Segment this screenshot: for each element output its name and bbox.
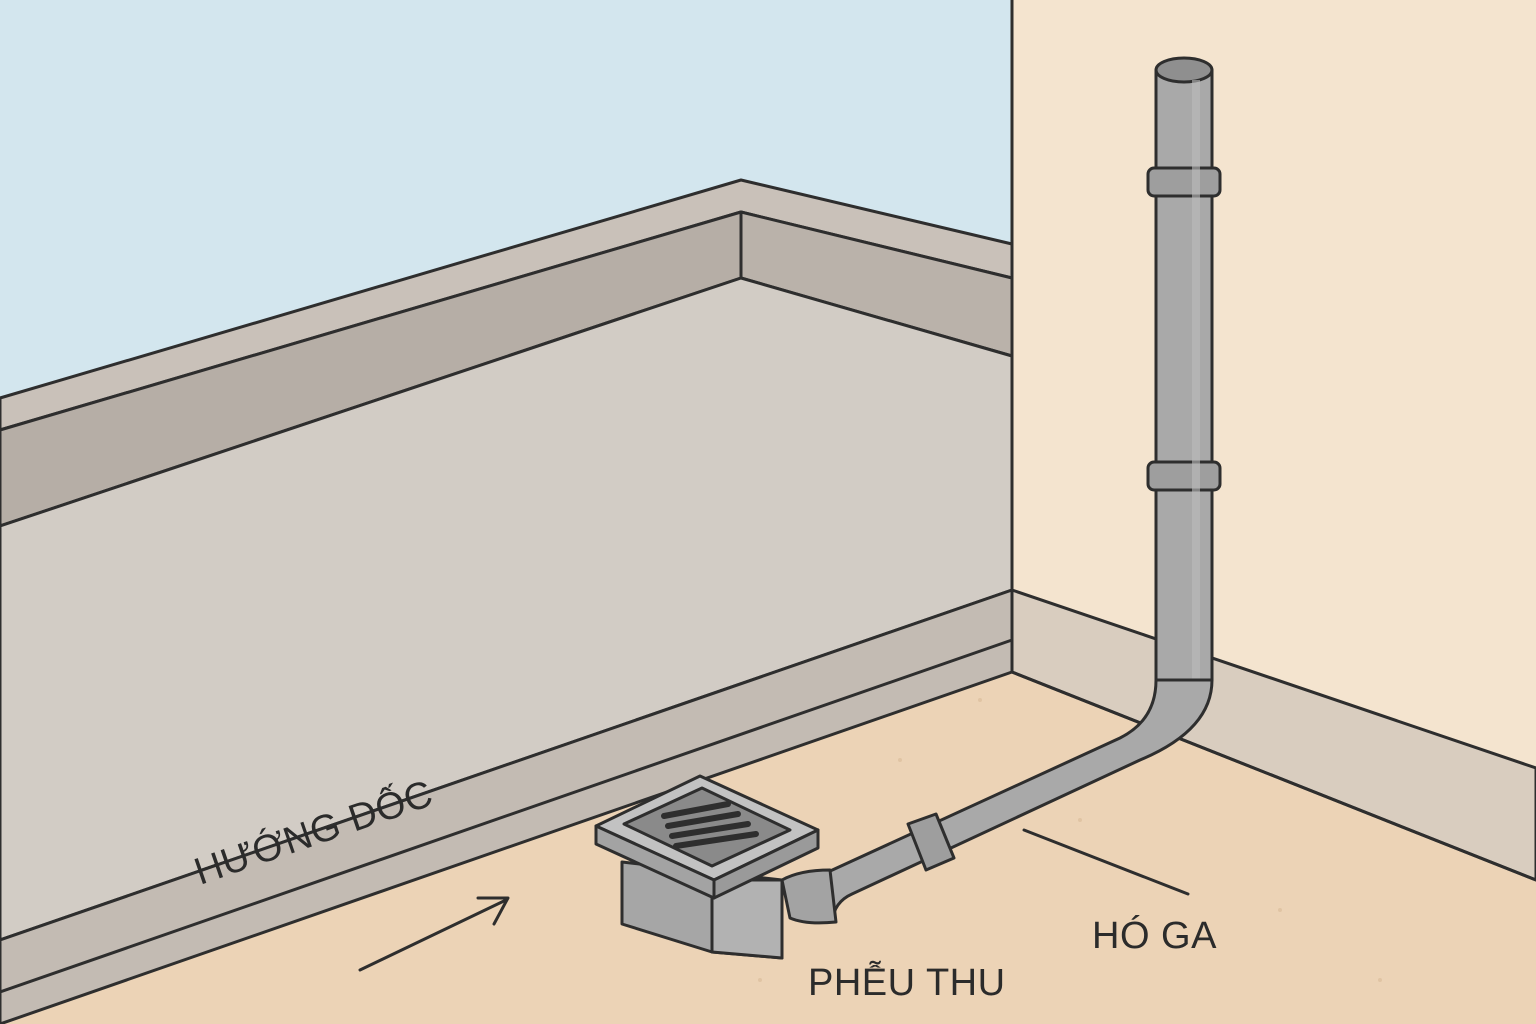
floor-speckles — [758, 698, 1382, 982]
arrow-up-right-icon — [358, 896, 510, 972]
parapet-face — [0, 276, 1014, 942]
floor-drain-label: PHỄU THU — [808, 960, 1006, 1004]
wall-skirting — [1010, 588, 1536, 882]
floor-drain — [594, 774, 820, 960]
drain-grate-slots — [661, 801, 759, 849]
manhole-leader-line — [1022, 828, 1190, 896]
manhole-label: HÓ GA — [1092, 914, 1217, 957]
downpipe — [1146, 56, 1222, 682]
horizontal-pipe — [780, 678, 1214, 925]
